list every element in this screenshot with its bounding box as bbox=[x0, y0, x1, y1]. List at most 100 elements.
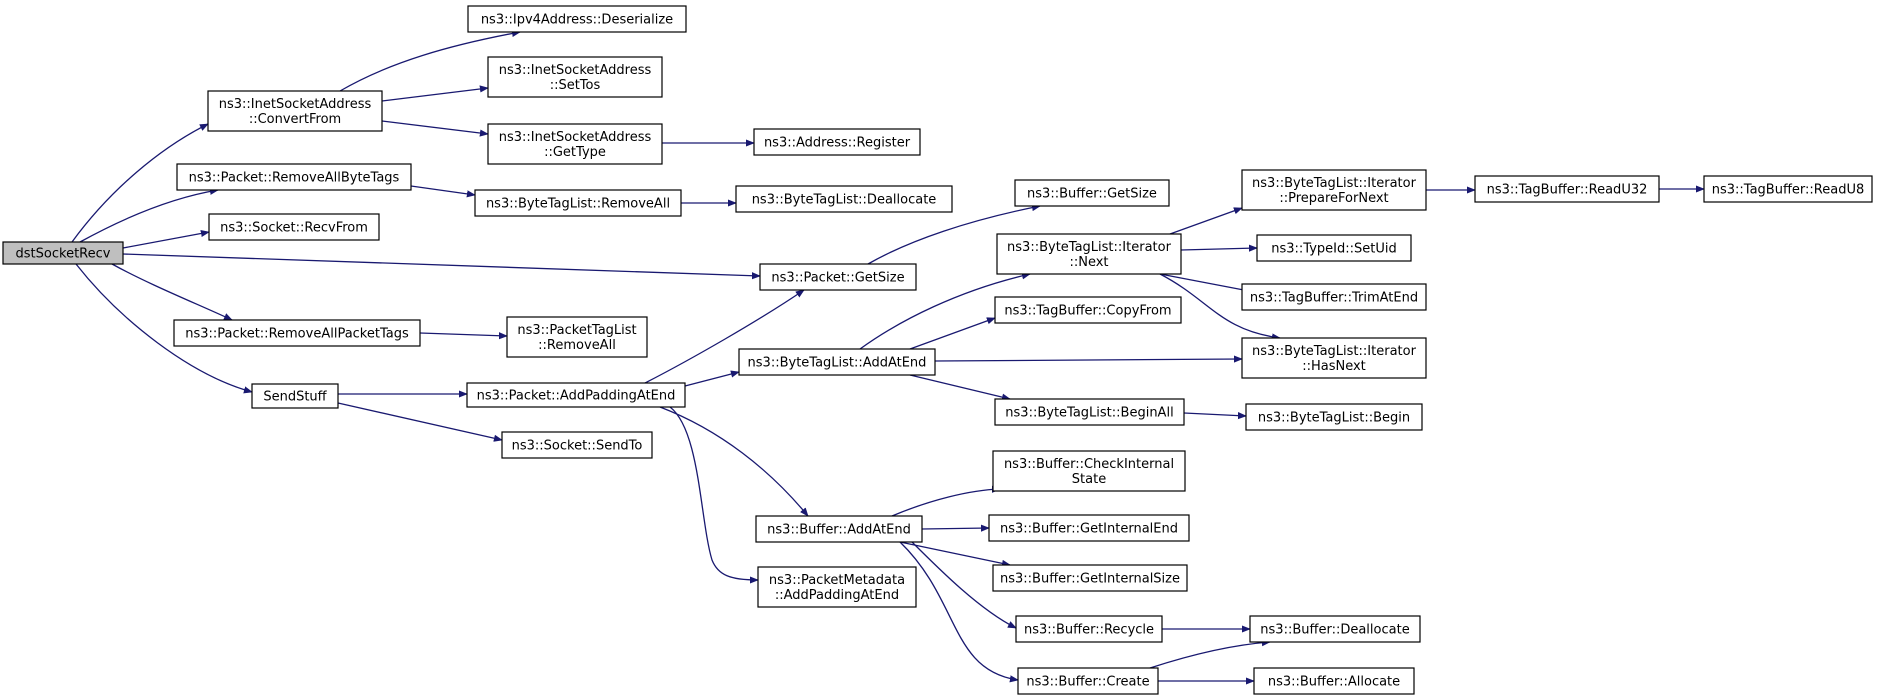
node-SocketRecvFrom[interactable]: ns3::Socket::RecvFrom bbox=[208, 213, 380, 241]
node-box bbox=[506, 316, 648, 358]
edges-layer bbox=[71, 29, 1705, 685]
edge-BTLAddAtEnd-to-TagBufferCopyFrom bbox=[909, 317, 996, 350]
node-label: ns3::TagBuffer::ReadU8 bbox=[1712, 183, 1865, 198]
edge-dstSocketRecv-to-PacketRemoveAllPacketTags bbox=[111, 263, 233, 321]
node-label: ::GetType bbox=[544, 145, 606, 160]
edge-dstSocketRecv-to-SendStuff bbox=[75, 263, 253, 394]
node-BTLIterNext[interactable]: ns3::ByteTagList::Iterator::Next bbox=[996, 233, 1182, 275]
node-label: ns3::TypeId::SetUid bbox=[1271, 242, 1396, 257]
node-label: ns3::InetSocketAddress bbox=[219, 97, 372, 112]
node-TagBufferReadU8[interactable]: ns3::TagBuffer::ReadU8 bbox=[1703, 175, 1873, 203]
node-label: ns3::ByteTagList::AddAtEnd bbox=[748, 356, 927, 371]
edge-SendStuff-to-SocketSendTo bbox=[337, 402, 503, 442]
node-label: ns3::Buffer::Deallocate bbox=[1260, 623, 1409, 638]
node-label: ::PrepareForNext bbox=[1279, 191, 1388, 206]
node-label: ns3::PacketMetadata bbox=[769, 573, 905, 588]
node-InetConvertFrom[interactable]: ns3::InetSocketAddress::ConvertFrom bbox=[207, 90, 383, 132]
node-BTLBeginAll[interactable]: ns3::ByteTagList::BeginAll bbox=[994, 398, 1185, 426]
node-BTLRemoveAll[interactable]: ns3::ByteTagList::RemoveAll bbox=[474, 189, 682, 217]
node-BTLBegin[interactable]: ns3::ByteTagList::Begin bbox=[1245, 403, 1423, 431]
node-BufferGetInternalEnd[interactable]: ns3::Buffer::GetInternalEnd bbox=[988, 514, 1190, 542]
edge-BTLAddAtEnd-to-BTLBeginAll bbox=[909, 374, 1011, 401]
node-label: ns3::ByteTagList::Deallocate bbox=[752, 193, 937, 208]
edge-dstSocketRecv-to-PacketRemoveAllByteTags bbox=[79, 187, 219, 243]
edge-PacketAddPaddingAtEnd-to-PMAddPaddingAtEnd bbox=[669, 406, 759, 584]
node-BufferRecycle[interactable]: ns3::Buffer::Recycle bbox=[1015, 615, 1163, 643]
node-SocketSendTo[interactable]: ns3::Socket::SendTo bbox=[501, 431, 653, 459]
node-box bbox=[208, 213, 380, 241]
node-box bbox=[467, 5, 687, 33]
node-BTLAddAtEnd[interactable]: ns3::ByteTagList::AddAtEnd bbox=[738, 348, 936, 376]
node-label: ns3::Packet::GetSize bbox=[771, 271, 904, 286]
edge-InetConvertFrom-to-InetSetTos bbox=[381, 85, 489, 102]
node-AddressRegister[interactable]: ns3::Address::Register bbox=[753, 128, 921, 156]
node-PacketGetSize[interactable]: ns3::Packet::GetSize bbox=[759, 263, 917, 291]
node-BufferGetSize[interactable]: ns3::Buffer::GetSize bbox=[1014, 179, 1170, 207]
edge-BufferCreate-to-BufferDeallocate bbox=[1149, 639, 1271, 669]
edge-dstSocketRecv-to-PacketGetSize bbox=[122, 253, 761, 280]
edge-BTLBeginAll-to-BTLBegin bbox=[1183, 412, 1247, 420]
edge-dstSocketRecv-to-SocketRecvFrom bbox=[122, 229, 210, 249]
node-PTLRemoveAll[interactable]: ns3::PacketTagList::RemoveAll bbox=[506, 316, 648, 358]
node-box bbox=[1015, 615, 1163, 643]
node-TypeIdSetUid[interactable]: ns3::TypeId::SetUid bbox=[1256, 234, 1412, 262]
node-label: ns3::TagBuffer::TrimAtEnd bbox=[1250, 291, 1418, 306]
node-InetSetTos[interactable]: ns3::InetSocketAddress::SetTos bbox=[487, 56, 663, 98]
node-box bbox=[1017, 667, 1159, 695]
node-dstSocketRecv[interactable]: dstSocketRecv bbox=[2, 241, 124, 265]
node-BufferAllocate[interactable]: ns3::Buffer::Allocate bbox=[1253, 667, 1415, 695]
edge-BTLAddAtEnd-to-BTLIterNext bbox=[859, 272, 1031, 350]
node-label: ::ConvertFrom bbox=[249, 112, 341, 127]
node-label: ::AddPaddingAtEnd bbox=[775, 588, 899, 603]
node-PacketAddPaddingAtEnd[interactable]: ns3::Packet::AddPaddingAtEnd bbox=[466, 382, 686, 408]
node-BufferAddAtEnd[interactable]: ns3::Buffer::AddAtEnd bbox=[755, 515, 923, 543]
node-TagBufferTrimAtEnd[interactable]: ns3::TagBuffer::TrimAtEnd bbox=[1241, 283, 1427, 311]
node-box bbox=[1014, 179, 1170, 207]
node-box bbox=[474, 189, 682, 217]
node-label: ns3::Packet::RemoveAllByteTags bbox=[189, 171, 400, 186]
node-InetGetType[interactable]: ns3::InetSocketAddress::GetType bbox=[487, 123, 663, 165]
node-box bbox=[1241, 337, 1427, 379]
edge-BufferAddAtEnd-to-BufferGetInternalSize bbox=[899, 541, 1011, 567]
node-label: ns3::Buffer::Create bbox=[1026, 675, 1149, 690]
node-SendStuff[interactable]: SendStuff bbox=[251, 383, 339, 409]
node-label: ns3::ByteTagList::Iterator bbox=[1252, 344, 1417, 359]
node-box bbox=[992, 450, 1186, 492]
edge-PacketRemoveAllByteTags-to-BTLRemoveAll bbox=[410, 185, 476, 198]
node-label: ns3::ByteTagList::Iterator bbox=[1252, 176, 1417, 191]
node-box bbox=[755, 515, 923, 543]
node-BTLDeallocate[interactable]: ns3::ByteTagList::Deallocate bbox=[735, 185, 953, 213]
node-label: ::HasNext bbox=[1302, 359, 1366, 374]
node-box bbox=[996, 233, 1182, 275]
node-PacketRemoveAllByteTags[interactable]: ns3::Packet::RemoveAllByteTags bbox=[176, 163, 412, 191]
node-label: ns3::Ipv4Address::Deserialize bbox=[481, 13, 673, 28]
node-BufferCreate[interactable]: ns3::Buffer::Create bbox=[1017, 667, 1159, 695]
node-box bbox=[992, 564, 1188, 592]
edge-BufferAddAtEnd-to-BufferCreate bbox=[899, 541, 1019, 683]
node-box bbox=[487, 123, 663, 165]
node-PMAddPaddingAtEnd[interactable]: ns3::PacketMetadata::AddPaddingAtEnd bbox=[757, 566, 917, 608]
node-TagBufferReadU32[interactable]: ns3::TagBuffer::ReadU32 bbox=[1474, 175, 1660, 203]
node-box bbox=[251, 383, 339, 409]
node-label: ::SetTos bbox=[550, 78, 601, 93]
edge-PacketAddPaddingAtEnd-to-BufferAddAtEnd bbox=[659, 406, 809, 517]
node-label: ns3::Buffer::AddAtEnd bbox=[767, 523, 911, 538]
node-BufferDeallocate[interactable]: ns3::Buffer::Deallocate bbox=[1249, 615, 1421, 643]
node-box bbox=[1256, 234, 1412, 262]
node-PacketRemoveAllPacketTags[interactable]: ns3::Packet::RemoveAllPacketTags bbox=[173, 319, 421, 347]
node-TagBufferCopyFrom[interactable]: ns3::TagBuffer::CopyFrom bbox=[994, 296, 1182, 324]
node-Ipv4Deserialize[interactable]: ns3::Ipv4Address::Deserialize bbox=[467, 5, 687, 33]
node-label: ns3::PacketTagList bbox=[517, 323, 636, 338]
edge-PacketGetSize-to-BufferGetSize bbox=[867, 204, 1041, 265]
node-box bbox=[988, 514, 1190, 542]
node-box bbox=[2, 241, 124, 265]
node-label: ns3::InetSocketAddress bbox=[499, 63, 652, 78]
node-box bbox=[1703, 175, 1873, 203]
node-BTLIterHasNext[interactable]: ns3::ByteTagList::Iterator::HasNext bbox=[1241, 337, 1427, 379]
edge-BTLIterNext-to-BTLIterPrepareForNext bbox=[1169, 207, 1243, 235]
node-label: ns3::Buffer::GetInternalSize bbox=[1000, 572, 1180, 587]
node-BTLIterPrepareForNext[interactable]: ns3::ByteTagList::Iterator::PrepareForNe… bbox=[1241, 169, 1427, 211]
node-BufferGetInternalSize[interactable]: ns3::Buffer::GetInternalSize bbox=[992, 564, 1188, 592]
